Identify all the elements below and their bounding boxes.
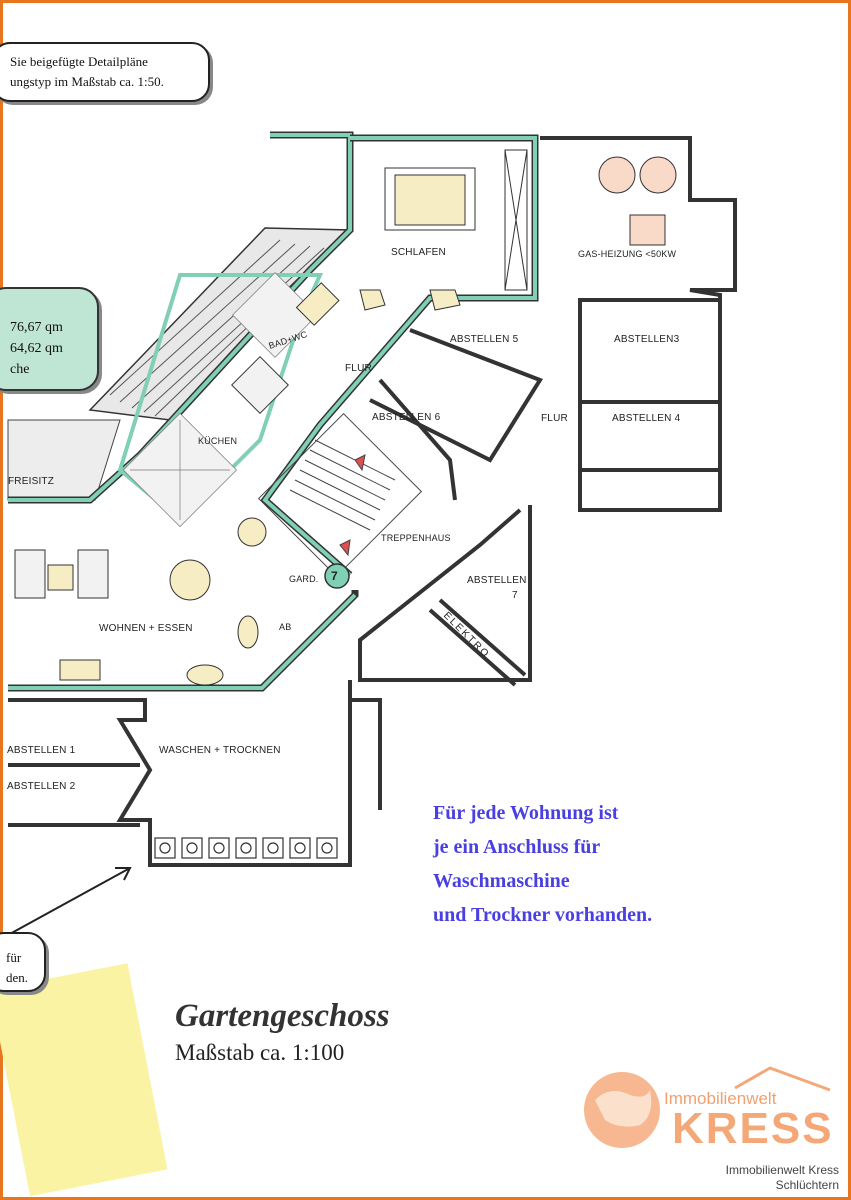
room-label-schlafen: SCHLAFEN (391, 247, 446, 258)
room-label-abstellen-6: ABSTELLEN 6 (372, 412, 441, 423)
brand-name-small: Immobilienwelt (664, 1089, 777, 1108)
room-label-ab: AB (279, 622, 292, 632)
staircase (257, 412, 423, 578)
area-line-3: che (10, 362, 30, 377)
furniture (14, 149, 677, 686)
room-label-abstellen-5: ABSTELLEN 5 (450, 334, 519, 345)
washer-line-1: Für jede Wohnung ist (433, 802, 619, 824)
brand-name-large: KRESS (672, 1104, 834, 1153)
room-label-abstellen-3: ABSTELLEN3 (614, 334, 680, 345)
room-label-kuechen: KÜCHEN (198, 436, 238, 446)
unit-marker (324, 563, 350, 589)
room-label-gard: GARD. (289, 574, 319, 584)
washer-line-4: und Trockner vorhanden. (433, 904, 653, 926)
washer-dryer-row (154, 837, 338, 859)
bottom-note-line-1: für (6, 950, 22, 965)
washer-line-3: Waschmaschine (433, 870, 570, 892)
detail-plan-line-2: ungstyp im Maßstab ca. 1:50. (10, 74, 164, 89)
area-note: 76,67 qm 64,62 qm che (0, 287, 99, 391)
bottom-note: für den. (0, 932, 46, 992)
kitchen-tiles (122, 272, 318, 528)
room-label-flur-right: FLUR (541, 413, 568, 424)
room-label-abstellen-4: ABSTELLEN 4 (612, 413, 681, 424)
room-label-treppenhaus: TREPPENHAUS (381, 533, 451, 543)
detail-plan-note: Sie beigefügte Detailpläne ungstyp im Ma… (0, 42, 210, 102)
room-label-abstellen-7-number: 7 (512, 590, 518, 601)
room-label-abstellen-2: ABSTELLEN 2 (7, 781, 76, 792)
floor-title: Gartengeschoss (175, 998, 390, 1034)
washer-line-2: je ein Anschluss für (433, 836, 601, 858)
brand-logo-icon (584, 1066, 831, 1148)
room-label-abstellen-7: ABSTELLEN (467, 575, 527, 586)
room-label-wohnen-essen: WOHNEN + ESSEN (99, 623, 193, 634)
bottom-note-line-2: den. (6, 970, 29, 985)
room-label-gas-heizung: GAS-HEIZUNG <50KW (578, 249, 677, 259)
room-label-abstellen-1: ABSTELLEN 1 (7, 745, 76, 756)
area-line-2: 64,62 qm (10, 341, 63, 356)
room-label-waschen-trocknen: WASCHEN + TROCKNEN (159, 745, 281, 756)
detail-plan-line-1: Sie beigefügte Detailpläne (10, 54, 148, 69)
washer-dryer-statement: Für jede Wohnung ist je ein Anschluss fü… (433, 796, 652, 932)
footer-location: Schlüchtern (775, 1178, 839, 1192)
area-line-1: 76,67 qm (10, 320, 63, 335)
pointer-arrow (7, 867, 132, 936)
unit-number-label: 7 (331, 569, 338, 583)
floor-scale: Maßstab ca. 1:100 (175, 1040, 345, 1065)
apartment-walls (8, 131, 539, 692)
room-label-flur-left: FLUR (345, 363, 372, 374)
right-wing-walls (358, 136, 737, 687)
room-label-freisitz: FREISITZ (8, 476, 55, 487)
lower-section-walls (8, 680, 382, 867)
footer-company: Immobilienwelt Kress (725, 1163, 839, 1177)
